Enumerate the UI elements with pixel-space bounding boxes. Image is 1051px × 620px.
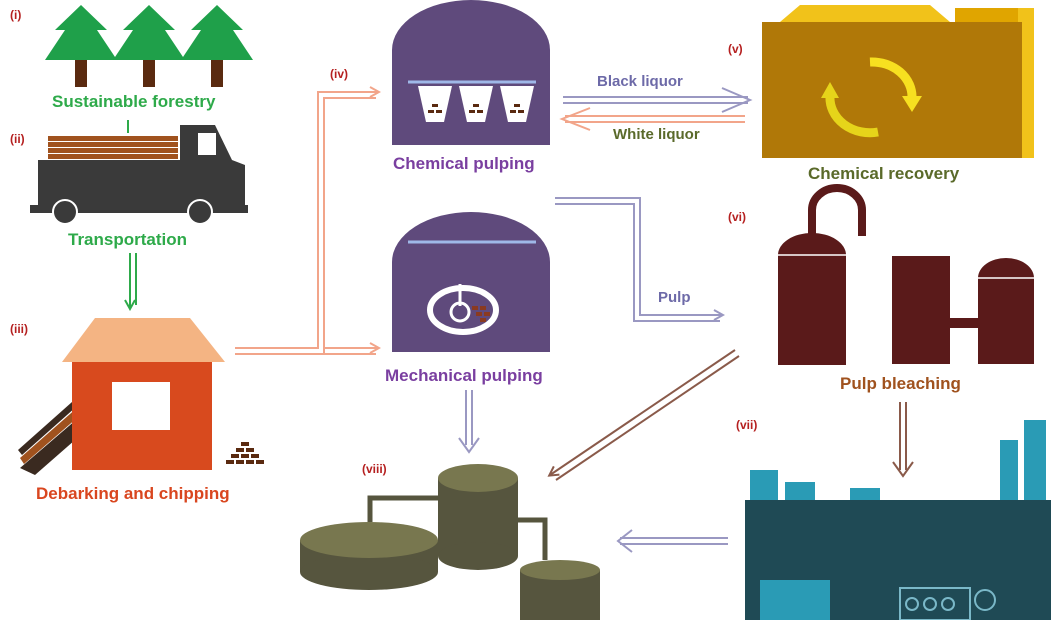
chemical-pulper-icon (392, 0, 550, 145)
arrow-bleaching-to-wastewater (550, 349, 740, 481)
label-debarking-chipping: Debarking and chipping (36, 484, 230, 503)
step-number-chemical: (iv) (330, 67, 348, 81)
step-number-forestry: (i) (10, 8, 22, 22)
step-number-bleaching: (vi) (728, 210, 746, 224)
chemical-recovery-icon (762, 5, 1034, 158)
step-number-debarking: (iii) (10, 322, 28, 336)
label-pulp: Pulp (658, 289, 691, 306)
trees-icon (45, 5, 253, 87)
step-number-transport: (ii) (10, 132, 25, 146)
paper-mill-icon (745, 420, 1051, 620)
arrow-black-liquor (563, 87, 753, 113)
label-chemical-recovery: Chemical recovery (808, 164, 960, 183)
wastewater-tanks-icon (300, 464, 600, 620)
label-black-liquor: Black liquor (597, 73, 683, 90)
label-transportation: Transportation (68, 230, 188, 249)
arrow-bleaching-to-mill (892, 402, 914, 478)
bleaching-tanks-icon (778, 184, 1034, 365)
step-number-papermill: (vii) (736, 418, 758, 432)
debarking-house-icon (18, 318, 264, 475)
label-white-liquor: White liquor (613, 126, 700, 143)
arrow-white-liquor (559, 107, 745, 131)
label-pulp-bleaching: Pulp bleaching (840, 374, 961, 393)
step-number-wastewater: (viii) (362, 462, 387, 476)
step-number-recovery: (v) (728, 42, 743, 56)
label-sustainable-forestry: Sustainable forestry (52, 92, 216, 111)
arrow-transport-to-debarking (130, 253, 137, 308)
arrow-debarking-to-pulping (235, 92, 378, 355)
arrow-pulp-to-bleaching (555, 197, 722, 322)
arrow-mechanical-to-wastewater (458, 390, 480, 454)
arrow-mill-to-wastewater (616, 529, 728, 553)
log-truck-icon (30, 125, 248, 225)
label-mechanical-pulping: Mechanical pulping (385, 366, 543, 385)
label-chemical-pulping: Chemical pulping (393, 154, 535, 173)
mechanical-pulper-icon (392, 212, 550, 352)
